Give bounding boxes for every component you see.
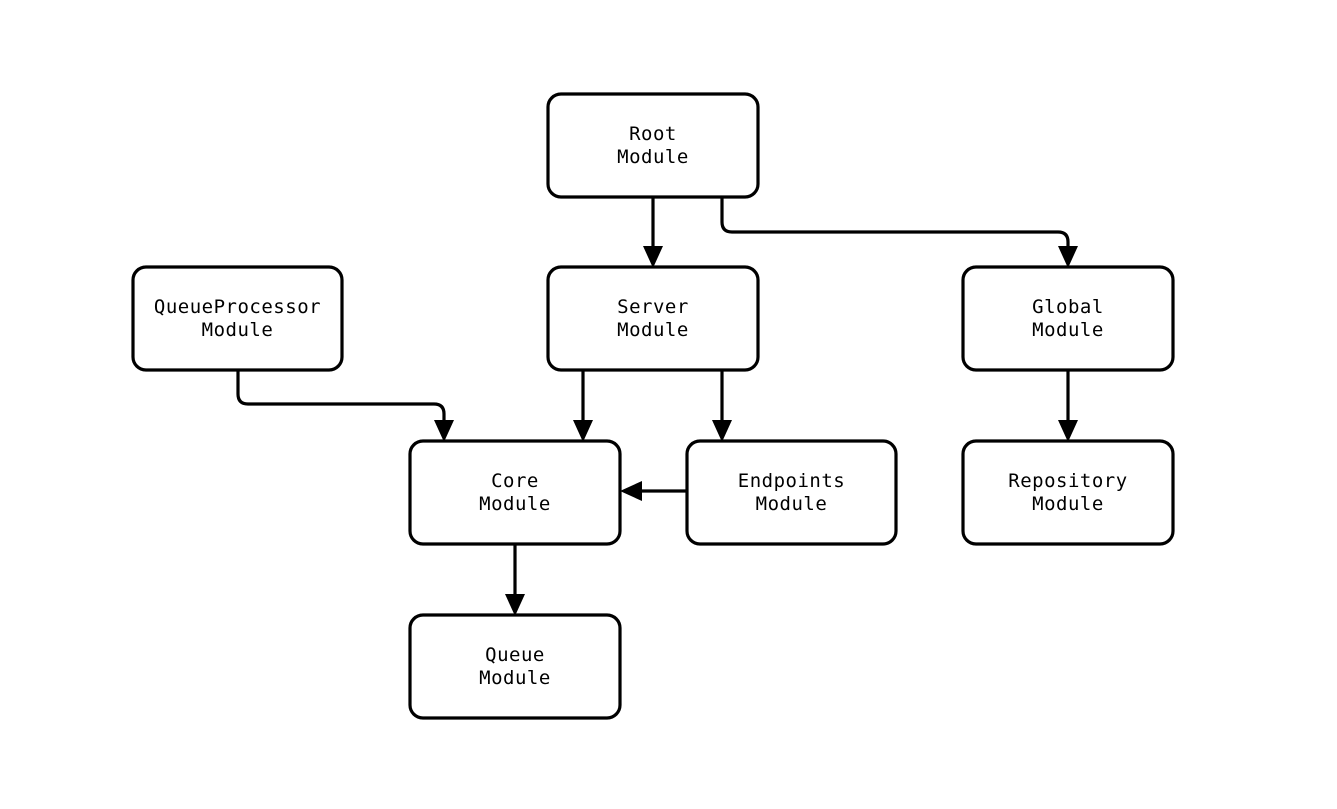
edge-queueprocessor-to-core [236,370,454,442]
node-box[interactable] [961,265,1175,372]
edge-root-to-global [720,197,1078,268]
node-label-line1: Endpoints [738,470,845,492]
edge-server-to-endpoints [712,370,732,442]
arrowhead-icon [505,594,525,616]
node-label-line2: Module [479,493,551,515]
node-box[interactable] [546,92,760,199]
arrowhead-icon [643,246,663,268]
arrowhead-icon [1058,420,1078,442]
node-label-line2: Module [1032,493,1104,515]
node-label-line2: Module [617,319,689,341]
node-label-line2: Module [756,493,828,515]
node-label-line2: Module [479,667,551,689]
node-label-line1: Global [1032,296,1104,318]
nodes-layer: RootModuleQueueProcessorModuleServerModu… [131,92,1175,720]
edge-root-to-server [643,197,663,268]
node-box[interactable] [131,265,344,372]
node-label-line1: Repository [1008,470,1127,492]
node-label-line2: Module [202,319,274,341]
edge-line [236,370,446,424]
node-box[interactable] [961,439,1175,546]
node-label-line1: Queue [485,644,545,666]
arrowhead-icon [712,420,732,442]
node-box[interactable] [685,439,898,546]
edge-core-to-queue [505,544,525,616]
arrowhead-icon [1058,246,1078,268]
node-box[interactable] [408,613,622,720]
arrowhead-icon [573,420,593,442]
edge-endpoints-to-core [620,481,687,501]
node-label-line2: Module [617,146,689,168]
node-label-line2: Module [1032,319,1104,341]
node-label-line1: Server [617,296,689,318]
edges-layer [236,197,1078,616]
node-label-line1: QueueProcessor [154,296,321,318]
arrowhead-icon [434,420,454,442]
arrowhead-icon [620,481,642,501]
edge-global-to-repository [1058,370,1078,442]
node-label-line1: Core [491,470,539,492]
node-box[interactable] [408,439,622,546]
edge-server-to-core [573,370,593,442]
edge-line [720,197,1070,250]
node-box[interactable] [546,265,760,372]
node-label-line1: Root [629,123,677,145]
